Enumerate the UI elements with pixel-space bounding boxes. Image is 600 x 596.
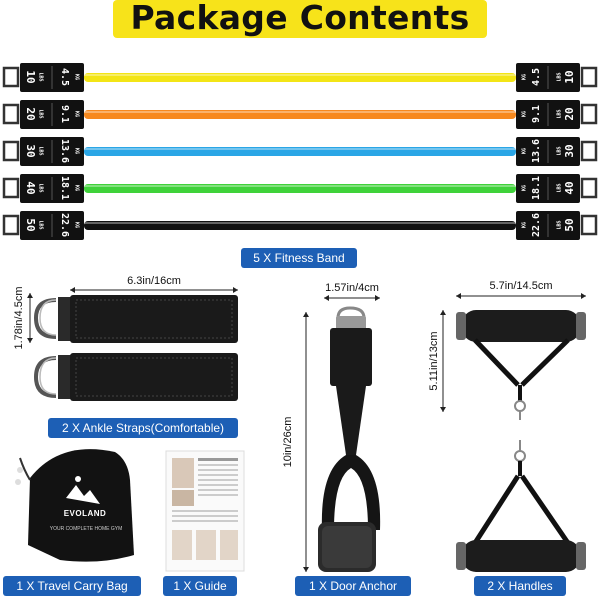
band-lbs-unit: LBS	[38, 146, 44, 155]
band-lbs-unit: LBS	[557, 183, 563, 192]
carry-bag-label: 1 X Travel Carry Bag	[3, 576, 141, 596]
ankle-straps-label: 2 X Ankle Straps(Comfortable)	[48, 418, 238, 438]
band-lbs-value: 20	[563, 107, 576, 120]
band-kg-unit: KG	[522, 148, 528, 154]
band-lbs-unit: LBS	[557, 146, 563, 155]
handle-width-dim: 5.7in/14.5cm	[489, 280, 553, 292]
band-kg-unit: KG	[522, 222, 528, 228]
band-lbs-value: 50	[24, 218, 37, 231]
band-kg-value: 18.1	[531, 176, 542, 200]
band-kg-value: 13.6	[59, 139, 70, 163]
band-kg-value: 22.6	[59, 213, 70, 237]
fitness-band-label: 5 X Fitness Band	[241, 248, 357, 268]
band-lbs-value: 30	[563, 144, 576, 157]
band-kg-value: 4.5	[531, 68, 542, 86]
band-lbs-value: 40	[24, 181, 37, 194]
bag-tagline: YOUR COMPLETE HOME GYM	[49, 526, 123, 532]
band-lbs-unit: LBS	[38, 183, 44, 192]
guide-illustration	[165, 450, 245, 572]
band-kg-value: 9.1	[531, 105, 542, 123]
anchor-height-dim: 10in/26cm	[282, 416, 294, 468]
band-lbs-unit: LBS	[38, 220, 44, 229]
band-kg-unit: KG	[74, 222, 80, 228]
band-lbs-value: 20	[24, 107, 37, 120]
band-kg-unit: KG	[74, 185, 80, 191]
handle-height-dim: 5.11in/13cm	[428, 331, 440, 391]
door-anchor-illustration	[318, 306, 381, 572]
band-kg-unit: KG	[74, 74, 80, 80]
band-lbs-value: 10	[563, 70, 576, 83]
page-title: Package Contents	[130, 0, 470, 37]
band-lbs-unit: LBS	[38, 109, 44, 118]
band-lbs-unit: LBS	[557, 220, 563, 229]
handle-top	[456, 310, 586, 420]
band-kg-value: 9.1	[59, 105, 70, 123]
band-kg-value: 18.1	[59, 176, 70, 200]
band-kg-unit: KG	[522, 74, 528, 80]
strap-height-dim: 1.78in/4.5cm	[13, 286, 25, 350]
band-kg-value: 13.6	[531, 139, 542, 163]
band-lbs-value: 10	[24, 70, 37, 83]
band-lbs-value: 50	[563, 218, 576, 231]
door-anchor-label: 1 X Door Anchor	[295, 576, 411, 596]
ankle-strap-bottom	[33, 353, 238, 401]
carry-bag-illustration	[15, 449, 134, 562]
band-lbs-unit: LBS	[557, 109, 563, 118]
band-lbs-unit: LBS	[557, 72, 563, 81]
handles-label: 2 X Handles	[474, 576, 566, 596]
band-lbs-value: 30	[24, 144, 37, 157]
band-kg-value: 4.5	[59, 68, 70, 86]
band-lbs-value: 40	[563, 181, 576, 194]
bag-brand: EVOLAND	[63, 509, 107, 518]
band-kg-unit: KG	[74, 111, 80, 117]
anchor-width-dim: 1.57in/4cm	[325, 282, 379, 294]
title-highlight	[113, 0, 487, 38]
band-lbs-unit: LBS	[38, 72, 44, 81]
band-kg-value: 22.6	[531, 213, 542, 237]
handle-bottom	[456, 440, 586, 572]
ankle-strap-top	[33, 295, 238, 343]
band-kg-unit: KG	[522, 185, 528, 191]
band-kg-unit: KG	[522, 111, 528, 117]
guide-label: 1 X Guide	[163, 576, 237, 596]
band-kg-unit: KG	[74, 148, 80, 154]
strap-width-dim: 6.3in/16cm	[127, 275, 181, 287]
